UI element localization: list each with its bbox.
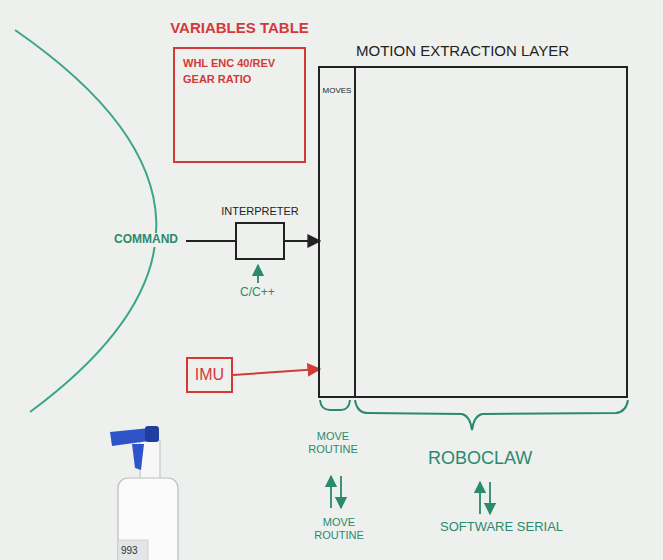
imu-title: IMU [195,366,224,384]
down-arrow [489,482,491,514]
interpreter-box: INTERPRETER [235,222,285,260]
language-label: C/C++ [240,286,275,300]
variable-entry: WHL ENC 40/REV [183,57,296,70]
table-heading: VARIABLES TABLE [170,19,309,36]
input-label: COMMAND [112,233,180,247]
up-arrow [330,476,332,508]
routine-label: MOVE ROUTINE [306,516,372,541]
moves-strip: MOVES [320,68,356,396]
variables-table: VARIABLES TABLEWHL ENC 40/REVGEAR RATIO [173,47,306,163]
down-arrow [340,476,342,508]
language-arrow [257,265,259,283]
layer-heading: MOTION EXTRACTION LAYER [356,42,569,59]
imu-box: IMU [186,357,233,393]
interpreter-heading: INTERPRETER [221,205,299,218]
variable-entry: GEAR RATIO [183,73,296,86]
strip-bracket [320,400,350,410]
bottle-label: 993 [121,545,138,557]
up-arrow [479,482,481,514]
imu-arrow [233,369,320,375]
strip-title: MOVES [322,86,352,95]
routine-label: MOVE ROUTINE [306,430,360,455]
command-arrow [285,240,320,242]
serial-label: SOFTWARE SERIAL [440,520,563,535]
layer-brace [355,400,628,430]
command-line [186,240,235,242]
driver-label: ROBOCLAW [428,448,532,469]
layer-box: MOTION EXTRACTION LAYERMOVES [318,66,628,398]
region-arc [15,30,156,412]
spray-bottle [110,426,178,560]
